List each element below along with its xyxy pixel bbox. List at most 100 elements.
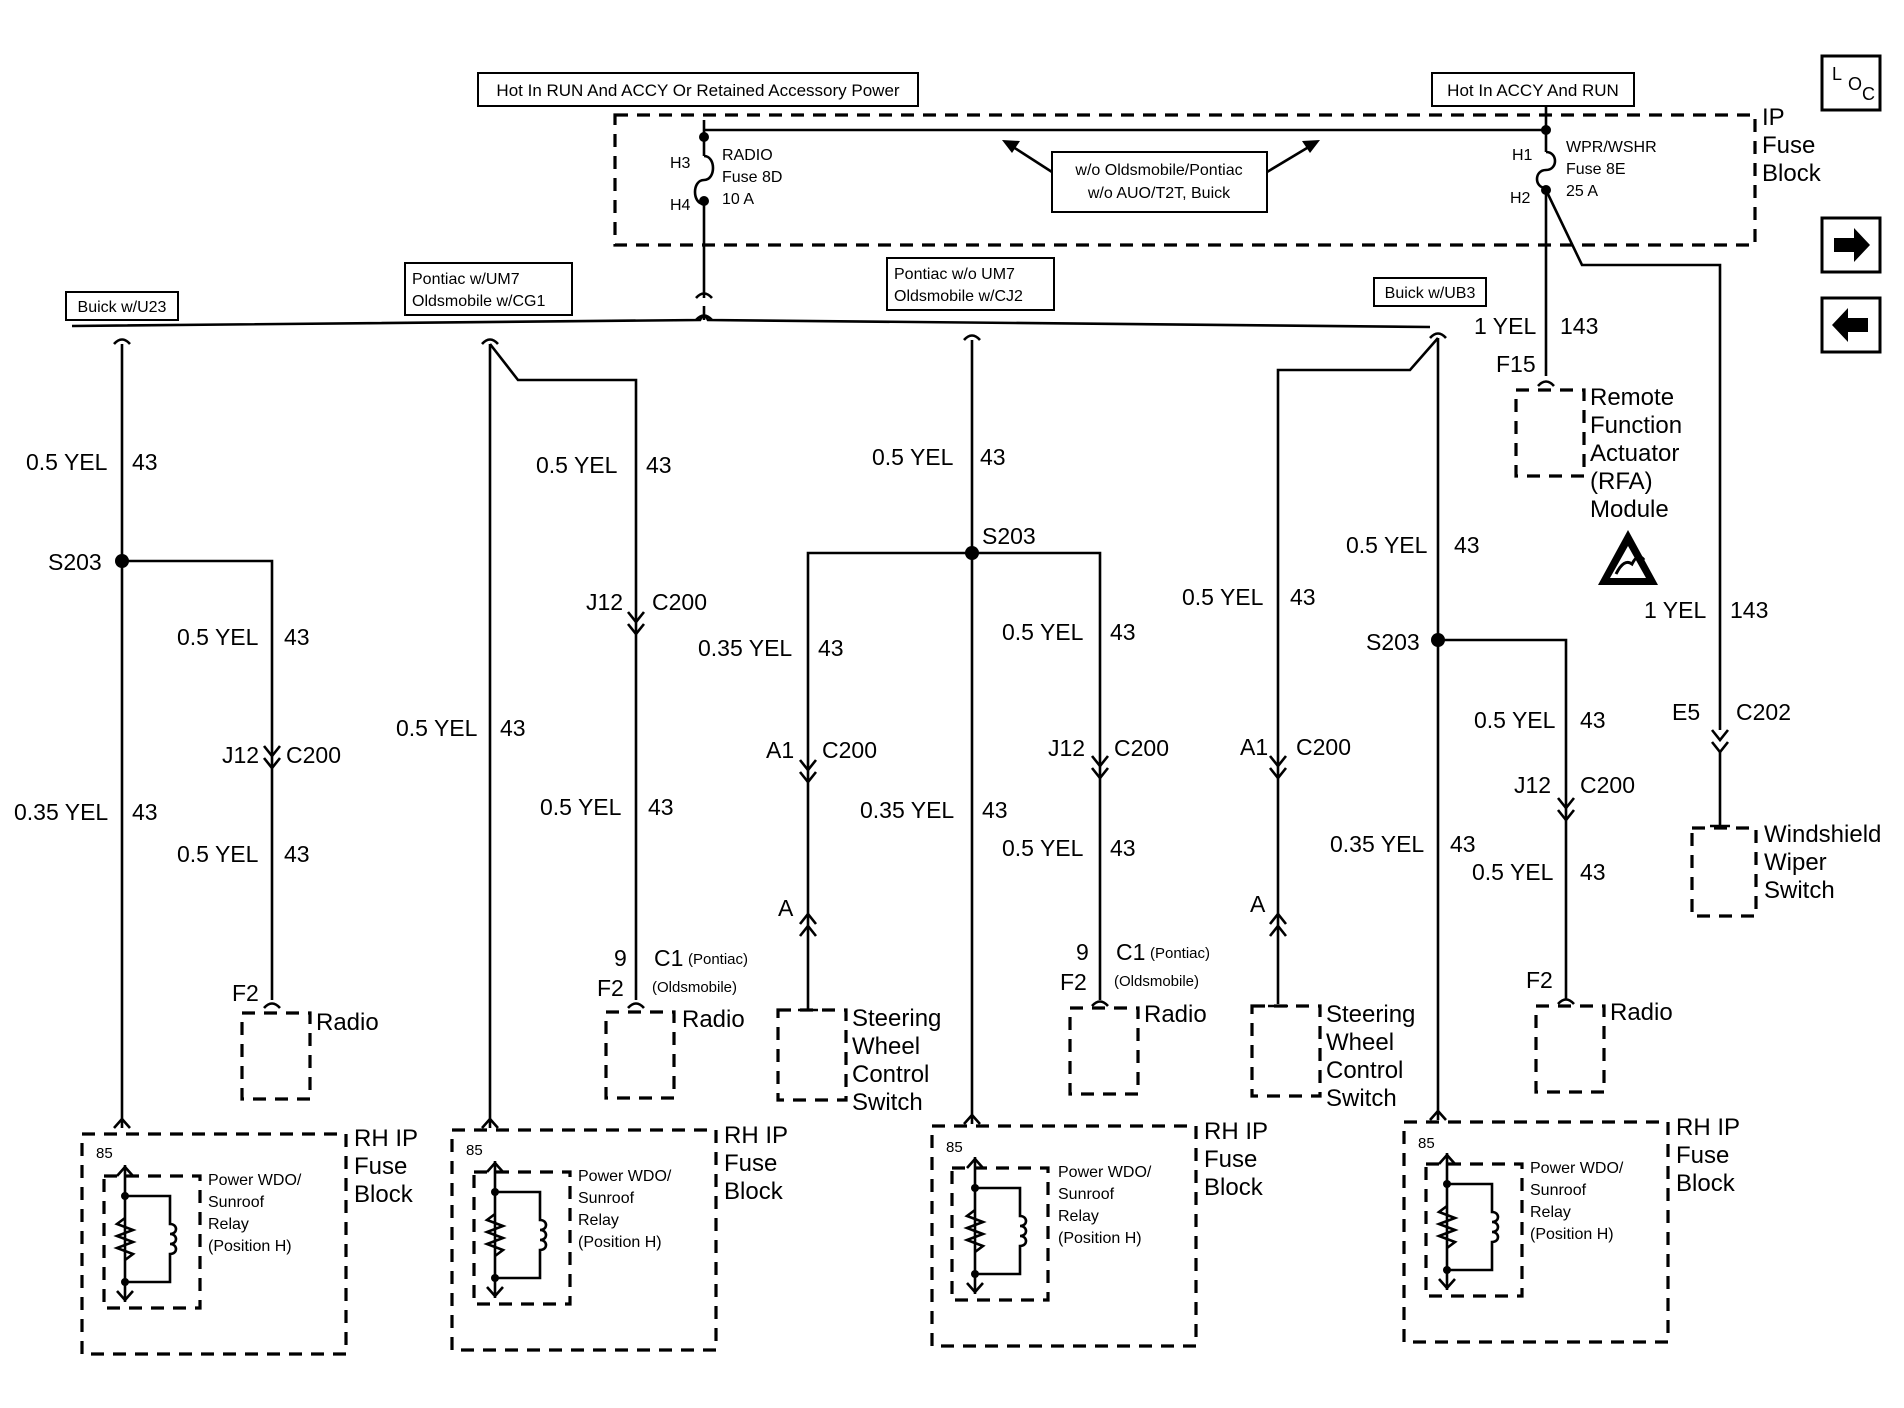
svg-text:0.5 YEL: 0.5 YEL [177, 624, 259, 650]
svg-text:25 A: 25 A [1566, 183, 1598, 200]
splice-s203-right: S203 [1366, 629, 1420, 655]
svg-text:Switch: Switch [1764, 877, 1835, 904]
svg-text:C200: C200 [1580, 772, 1635, 798]
svg-text:0.5 YEL: 0.5 YEL [1474, 707, 1556, 733]
variant-buick-ub3: Buick w/UB3 [1385, 285, 1476, 302]
svg-text:Power WDO/: Power WDO/ [208, 1172, 302, 1189]
svg-text:85: 85 [96, 1145, 113, 1162]
svg-text:J12: J12 [222, 742, 259, 768]
svg-text:143: 143 [1560, 313, 1598, 339]
next-page-button[interactable] [1820, 216, 1882, 274]
svg-text:43: 43 [1580, 707, 1606, 733]
ip-fuse-block-label: IP Fuse Block [1762, 104, 1822, 187]
svg-text:Control: Control [852, 1061, 929, 1088]
esd-warning-icon [1598, 530, 1658, 585]
rh-ip-fuse-block-2: RH IP Fuse Block Power WDO/ Sunroof Rela… [450, 1122, 788, 1352]
svg-text:9: 9 [614, 945, 627, 971]
arrow-right-icon [1834, 228, 1870, 262]
variant-buick-u23: Buick w/U23 [78, 299, 167, 316]
variant-pontiac-um7: Pontiac w/UM7 [412, 271, 520, 288]
svg-text:43: 43 [1110, 835, 1136, 861]
arrow-left-icon [1832, 308, 1868, 342]
hot-accy-run-box [1431, 72, 1635, 107]
svg-text:Block: Block [724, 1178, 784, 1205]
svg-text:Switch: Switch [852, 1089, 923, 1116]
svg-text:43: 43 [1450, 831, 1476, 857]
svg-text:RH IP: RH IP [354, 1125, 418, 1152]
svg-text:Control: Control [1326, 1057, 1403, 1084]
svg-text:43: 43 [980, 444, 1006, 470]
svg-text:C200: C200 [822, 737, 877, 763]
svg-text:F15: F15 [1496, 351, 1536, 377]
rh-ip-fuse-block-4: RH IP Fuse Block Power WDO/ Sunroof Rela… [1402, 1114, 1740, 1344]
svg-text:Block: Block [1676, 1170, 1736, 1197]
steering-switch-1 [776, 1008, 848, 1102]
column-pontiac-wo-um7: 0.5 YEL 43 S203 0.35 YEL 43 0.5 YEL 43 A… [698, 334, 1210, 1156]
svg-text:85: 85 [1418, 1135, 1435, 1152]
svg-text:0.5 YEL: 0.5 YEL [1002, 619, 1084, 645]
column-pontiac-um7: 0.5 YEL 43 J12 C200 0.5 YEL 43 0.5 YEL 4… [396, 338, 748, 1159]
svg-text:Radio: Radio [1610, 999, 1673, 1026]
wiper-switch [1690, 826, 1758, 918]
wiper-fuse-pin-h2: H2 [1510, 190, 1531, 207]
svg-text:Fuse 8E: Fuse 8E [1566, 161, 1626, 178]
svg-text:Remote: Remote [1590, 384, 1674, 411]
svg-text:Sunroof: Sunroof [578, 1190, 635, 1207]
svg-text:85: 85 [466, 1142, 483, 1159]
svg-text:Relay: Relay [1530, 1204, 1571, 1221]
svg-text:43: 43 [648, 794, 674, 820]
svg-text:Sunroof: Sunroof [1058, 1186, 1115, 1203]
svg-text:(Pontiac): (Pontiac) [688, 951, 748, 968]
svg-text:Sunroof: Sunroof [208, 1194, 265, 1211]
svg-text:RADIO: RADIO [722, 147, 773, 164]
radio-1 [240, 1011, 312, 1101]
svg-text:Block: Block [1204, 1174, 1264, 1201]
previous-page-button[interactable] [1820, 296, 1882, 354]
svg-text:43: 43 [1580, 859, 1606, 885]
svg-text:0.5 YEL: 0.5 YEL [1346, 532, 1428, 558]
splice-s203-center: S203 [982, 523, 1036, 549]
svg-text:Fuse: Fuse [724, 1150, 777, 1177]
svg-text:A1: A1 [1240, 734, 1268, 760]
note-box [1051, 151, 1268, 213]
svg-text:J12: J12 [1514, 772, 1551, 798]
radio-3 [1068, 1006, 1140, 1096]
svg-text:43: 43 [500, 715, 526, 741]
svg-text:85: 85 [946, 1139, 963, 1156]
svg-text:9: 9 [1076, 939, 1089, 965]
svg-text:C200: C200 [1296, 734, 1351, 760]
svg-text:0.5 YEL: 0.5 YEL [1182, 584, 1264, 610]
svg-text:C200: C200 [652, 589, 707, 615]
rh-ip-fuse-block-1: RH IP Fuse Block Power WDO/ Sunroof Rela… [80, 1125, 418, 1356]
variant-olds-cj2: Oldsmobile w/CJ2 [894, 288, 1023, 305]
svg-text:Fuse: Fuse [354, 1153, 407, 1180]
svg-text:(Oldsmobile): (Oldsmobile) [1114, 973, 1199, 990]
hot-run-accy-box [477, 72, 919, 107]
svg-text:Power WDO/: Power WDO/ [578, 1168, 672, 1185]
svg-text:C: C [1862, 84, 1875, 104]
svg-text:0.35 YEL: 0.35 YEL [14, 799, 108, 825]
wiper-branch-wire [1544, 189, 1722, 730]
svg-text:0.5 YEL: 0.5 YEL [536, 452, 618, 478]
note-line-1: w/o Oldsmobile/Pontiac [1074, 162, 1242, 179]
svg-text:O: O [1848, 74, 1862, 94]
svg-text:Fuse: Fuse [1762, 132, 1815, 159]
rfa-module [1514, 388, 1586, 478]
svg-text:Wiper: Wiper [1764, 849, 1827, 876]
svg-text:43: 43 [1110, 619, 1136, 645]
svg-text:(Oldsmobile): (Oldsmobile) [652, 979, 737, 996]
svg-text:Power WDO/: Power WDO/ [1058, 1164, 1152, 1181]
svg-text:43: 43 [982, 797, 1008, 823]
svg-text:0.35 YEL: 0.35 YEL [698, 635, 792, 661]
steering-switch-2 [1250, 1004, 1322, 1098]
svg-text:Fuse: Fuse [1204, 1146, 1257, 1173]
column-buick-u23: 0.5 YEL 43 S203 0.5 YEL 43 J12 C200 0.35… [14, 338, 379, 1162]
svg-text:Function: Function [1590, 412, 1682, 439]
svg-text:A1: A1 [766, 737, 794, 763]
ip-fuse-block-outline [613, 113, 1757, 247]
svg-text:Module: Module [1590, 496, 1669, 523]
svg-text:Sunroof: Sunroof [1530, 1182, 1587, 1199]
loc-button[interactable]: L O C [1820, 54, 1882, 112]
svg-text:Wheel: Wheel [852, 1033, 920, 1060]
hot-accy-run-label: Hot In ACCY And RUN [1447, 81, 1619, 100]
